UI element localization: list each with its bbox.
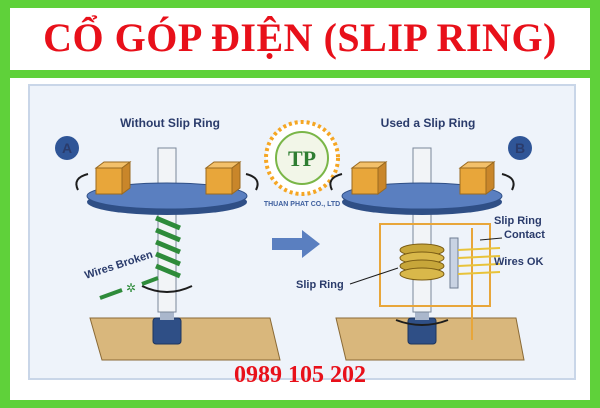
rotation-arrow-a-right	[245, 173, 259, 191]
rotation-arrow-b-bottom	[395, 319, 449, 326]
box-right-b	[459, 167, 487, 195]
rotation-arrow-b-left	[329, 173, 343, 191]
coupling-b	[415, 310, 429, 320]
badge-a-circle	[55, 136, 79, 160]
diagram-a: A Without Slip Ring	[55, 116, 281, 361]
motor-a	[152, 317, 182, 345]
badge-b: B	[515, 140, 525, 156]
slip-ring-diagram: A Without Slip Ring	[55, 116, 545, 361]
twisted-wires-a	[155, 215, 181, 279]
label-wires-broken: Wires Broken	[83, 248, 154, 281]
transition-arrow-icon	[272, 230, 320, 258]
slip-ring-coil	[399, 243, 445, 281]
contact-leader	[479, 237, 503, 241]
logo-initials: TP	[288, 146, 316, 171]
diagram-b: B Used a Slip Ring	[296, 116, 545, 361]
label-wires-ok: Wires OK	[494, 256, 543, 268]
title-banner: CỔ GÓP ĐIỆN (SLIP RING)	[10, 8, 590, 70]
coupling-a	[160, 310, 174, 320]
box-right-a	[205, 167, 233, 195]
label-slip-ring-contact-1: Slip Ring	[494, 215, 542, 227]
slip-ring-leader	[349, 267, 399, 285]
title-used-slip-ring: Used a Slip Ring	[381, 116, 476, 130]
badge-a: A	[62, 140, 72, 156]
rotation-arrow-b-right	[501, 173, 515, 191]
rotation-arrow-a-bottom	[141, 285, 193, 293]
logo-caption: THUAN PHAT CO., LTD	[264, 201, 340, 208]
broken-wire-right	[141, 276, 159, 286]
rotation-arrow-a-left	[75, 173, 89, 191]
slip-ring-contact-bar	[449, 237, 459, 289]
title-without-slip-ring: Without Slip Ring	[120, 116, 220, 130]
broken-wire-left	[99, 288, 123, 300]
phone-number: 0989 105 202	[234, 362, 366, 388]
motor-b	[407, 317, 437, 345]
wires-ok-lines	[457, 247, 501, 275]
box-left-a	[95, 167, 123, 195]
break-spark-icon: ✲	[126, 281, 136, 295]
page-title: CỔ GÓP ĐIỆN (SLIP RING)	[43, 15, 557, 60]
badge-b-circle	[508, 136, 532, 160]
label-slip-ring: Slip Ring	[296, 279, 344, 291]
company-logo: TP THUAN PHAT CO., LTD	[264, 120, 340, 208]
diagram-panel: A Without Slip Ring	[10, 78, 590, 400]
base-board-a	[89, 317, 281, 361]
logo-inner	[275, 131, 329, 185]
shaft-b	[412, 147, 432, 313]
label-slip-ring-contact-2: Contact	[504, 229, 545, 241]
box-left-b	[351, 167, 379, 195]
